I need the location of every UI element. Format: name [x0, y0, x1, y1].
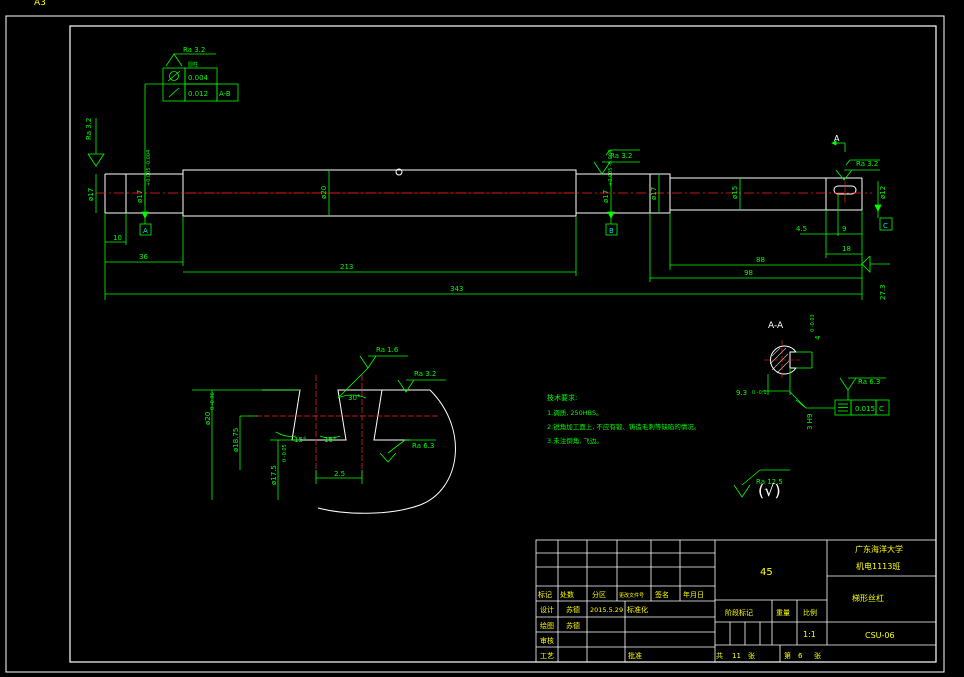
rev-header-4: 更改文件号	[619, 592, 644, 599]
general-roughness-label: Ra 12.5	[756, 478, 783, 486]
fcf-row2: 0.012	[188, 90, 208, 98]
datum-c: C	[883, 222, 888, 230]
rev-header-2: 处数	[560, 590, 574, 599]
school-name: 广东海洋大学	[855, 544, 903, 554]
rev-header-5: 签名	[655, 590, 669, 599]
total-sheets: 11	[732, 652, 741, 660]
section-dim-h: 9.3	[736, 389, 747, 397]
general-roughness: Ra 12.5 (√)	[733, 469, 790, 500]
thread-flank-left: 15°	[294, 436, 306, 444]
notes-item-2: 2.锐角加工面上, 不应有锻、铸造毛刺等缺陷的情况。	[547, 422, 700, 431]
len-l7: 18	[842, 245, 851, 253]
dia-right: ø15	[731, 186, 739, 199]
section-fcf-value: 0.015	[855, 405, 875, 413]
std-label: 标准化	[627, 605, 648, 614]
rev-header-3: 分区	[592, 590, 606, 599]
process-label: 工艺	[540, 652, 554, 660]
thread-pitch: 2.5	[334, 470, 345, 478]
design-date: 2015.5.29	[590, 606, 623, 614]
general-roughness-paren: (√)	[758, 481, 781, 500]
thread-minor-dia: ø17.5	[270, 465, 278, 485]
thread-flank-right: 15°	[324, 436, 336, 444]
notes-item-1: 1.调质, 250HBS。	[547, 408, 603, 417]
len-l5: 88	[756, 256, 765, 264]
roughness-left-end: Ra 3.2	[85, 118, 93, 140]
sheet-unit-1: 张	[748, 651, 755, 660]
section-fcf-datum: C	[879, 405, 884, 413]
stage-label: 阶段标记	[725, 608, 753, 617]
datum-b: B	[609, 227, 614, 235]
tol-bearing-right: +0.005 -0.004	[608, 150, 614, 186]
sheet-num: 6	[798, 652, 803, 660]
technical-notes: 技术要求: 1.调质, 250HBS。 2.锐角加工面上, 不应有锻、铸造毛刺等…	[547, 393, 700, 445]
shaft-view: ø17 ø17 +0.005 -0.004 ø20 ø17 +0.005 -0.…	[85, 46, 893, 300]
thread-roughness-2: Ra 3.2	[414, 370, 436, 378]
len-l4: 343	[450, 285, 463, 293]
rev-header-1: 标记	[538, 590, 552, 599]
fcf-header: 圆柱	[188, 61, 198, 68]
dia-left-end: ø17	[87, 188, 95, 201]
thread-major-tol: 0 -0.06	[210, 392, 216, 410]
thread-roughness-3: Ra 6.3	[412, 442, 434, 450]
dia-bearing-left: ø17	[136, 190, 144, 203]
len-l8: 4.5	[796, 225, 807, 233]
sheet-prefix: 第	[784, 651, 791, 660]
material: 45	[760, 567, 773, 578]
part-name: 梯形丝杠	[852, 593, 884, 603]
thread-roughness-1: Ra 1.6	[376, 346, 399, 354]
datum-a: A	[143, 227, 148, 235]
roughness-right: Ra 3.2	[856, 160, 878, 168]
notes-item-3: 3.未注倒角, 飞边。	[547, 436, 603, 445]
weight-label: 重量	[776, 609, 790, 617]
section-title: A-A	[768, 321, 784, 331]
section-dim-h-tol: 0 -0.1	[752, 390, 767, 396]
inner-frame	[69, 25, 937, 663]
design-label: 设计	[540, 605, 554, 614]
drafting-label: 绘图	[540, 621, 554, 630]
section-arrow-label: A	[834, 134, 840, 143]
drafting-name: 苏德	[566, 621, 580, 630]
dia-shoulder: ø17	[650, 187, 658, 200]
thread-angle: 30°	[348, 394, 360, 402]
fcf-row2-datum: A-B	[219, 90, 231, 98]
notes-title: 技术要求:	[547, 393, 577, 402]
tol-bearing-left: +0.005 -0.004	[146, 150, 152, 186]
drawing-no: CSU-06	[865, 631, 895, 640]
scale-value: 1:1	[803, 630, 816, 639]
len-l1: 10	[113, 234, 122, 242]
approve-label: 批准	[628, 651, 642, 660]
len-l10: 27.3	[879, 284, 887, 300]
total-prefix: 共	[716, 651, 723, 660]
fcf-row1: 0.004	[188, 74, 209, 82]
thread-mid-dia: ø18.75	[232, 428, 240, 452]
sheet-unit-2: 张	[814, 651, 821, 660]
len-l2: 36	[139, 253, 148, 261]
section-view: A-A 9.3	[736, 314, 890, 430]
roughness-fcf: Ra 3.2	[183, 46, 205, 54]
class-name: 机电1113班	[856, 561, 900, 571]
dia-bearing-right: ø17	[602, 190, 610, 203]
rev-header-6: 年月日	[683, 590, 704, 599]
design-name: 苏德	[566, 605, 580, 614]
thread-major-dia: ø20	[204, 412, 212, 425]
section-roughness: Ra 6.3	[858, 378, 880, 386]
outer-frame	[5, 15, 945, 673]
sheet-size-label: A3	[34, 0, 46, 8]
len-l9: 9	[842, 225, 846, 233]
len-l3: 213	[340, 263, 353, 271]
roughness-mid: Ra 3.2	[610, 152, 632, 160]
scale-label: 比例	[803, 608, 817, 617]
dia-thread: ø20	[320, 186, 328, 199]
thread-detail: Ra 1.6 Ra 3.2 Ra 6.3 30° 15° 15° 2.5 ø20…	[192, 346, 456, 514]
dia-right-end: ø12	[879, 186, 887, 199]
section-dim-v2: 4	[814, 335, 822, 340]
title-block: 广东海洋大学 机电1113班 45 梯形丝杠 CSU-06 标记 处数 分区 更…	[535, 539, 937, 663]
section-dim-v2-tol: 0 -0.03	[810, 314, 816, 332]
section-dim-v: 3 H9	[806, 414, 814, 430]
check-label: 审核	[540, 636, 554, 645]
thread-minor-tol: 0 -0.05	[282, 444, 288, 462]
len-l6: 98	[744, 269, 753, 277]
